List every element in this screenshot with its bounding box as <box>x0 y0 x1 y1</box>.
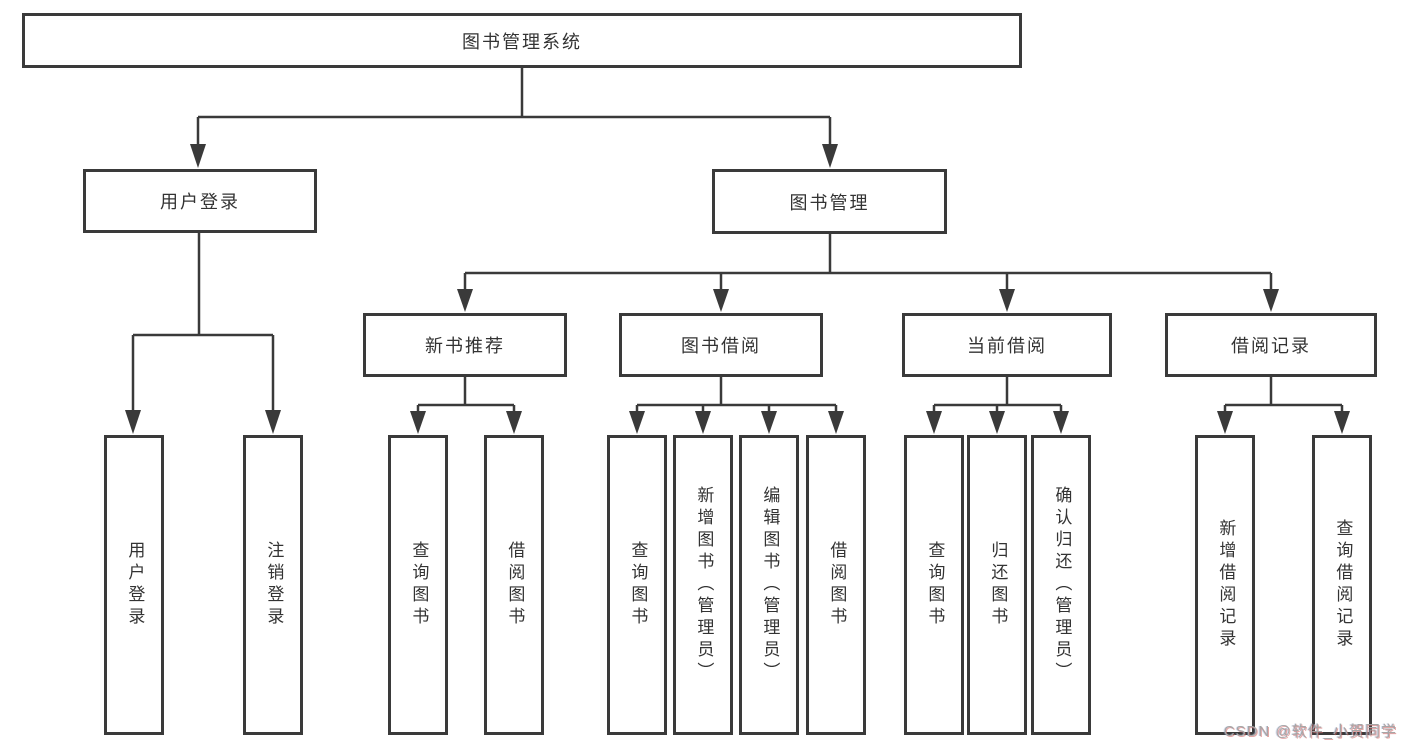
node-user-login: 用户登录 <box>83 169 317 233</box>
node-book-borrowing: 图书借阅 <box>619 313 823 377</box>
leaf-query-borrow-record: 查询借阅记录 <box>1312 435 1372 735</box>
leaf-user-login: 用户登录 <box>104 435 164 735</box>
node-system-root: 图书管理系统 <box>22 13 1022 68</box>
leaf-label: 用户登录 <box>125 541 145 629</box>
leaf-borrow-books: 借阅图书 <box>806 435 866 735</box>
leaf-logout: 注销登录 <box>243 435 303 735</box>
leaf-label: 查询图书 <box>925 541 945 629</box>
leaf-label: 借阅图书 <box>827 541 847 629</box>
leaf-label: 新增借阅记录 <box>1216 519 1236 651</box>
leaf-query-books-borrow: 查询图书 <box>607 435 667 735</box>
leaf-label: 编辑图书（管理员） <box>760 486 780 684</box>
leaf-confirm-return-admin: 确认归还（管理员） <box>1031 435 1091 735</box>
node-current-borrowing: 当前借阅 <box>902 313 1112 377</box>
leaf-label: 借阅图书 <box>505 541 525 629</box>
leaf-label: 新增图书（管理员） <box>694 486 714 684</box>
leaf-label: 确认归还（管理员） <box>1052 486 1072 684</box>
node-new-book-recommend: 新书推荐 <box>363 313 567 377</box>
leaf-add-borrow-record: 新增借阅记录 <box>1195 435 1255 735</box>
node-label: 借阅记录 <box>1231 336 1311 356</box>
leaf-add-books-admin: 新增图书（管理员） <box>673 435 733 735</box>
leaf-return-books: 归还图书 <box>967 435 1027 735</box>
leaf-label: 查询借阅记录 <box>1333 519 1353 651</box>
node-label: 图书借阅 <box>681 336 761 356</box>
leaf-edit-books-admin: 编辑图书（管理员） <box>739 435 799 735</box>
leaf-label: 查询图书 <box>628 541 648 629</box>
node-book-management: 图书管理 <box>712 169 947 234</box>
leaf-label: 注销登录 <box>264 541 284 629</box>
arrowheads <box>125 144 1350 434</box>
leaf-label: 归还图书 <box>988 541 1008 629</box>
node-label: 新书推荐 <box>425 336 505 356</box>
node-borrowing-records: 借阅记录 <box>1165 313 1377 377</box>
leaf-label: 查询图书 <box>409 541 429 629</box>
node-label: 用户登录 <box>160 192 240 212</box>
leaf-query-books-current: 查询图书 <box>904 435 964 735</box>
leaf-query-books-recommend: 查询图书 <box>388 435 448 735</box>
node-label: 当前借阅 <box>967 336 1047 356</box>
node-label: 图书管理 <box>789 192 870 213</box>
leaf-borrow-books-recommend: 借阅图书 <box>484 435 544 735</box>
csdn-watermark: CSDN @软件_小贺同学 <box>1223 723 1397 740</box>
node-label: 图书管理系统 <box>462 31 582 52</box>
